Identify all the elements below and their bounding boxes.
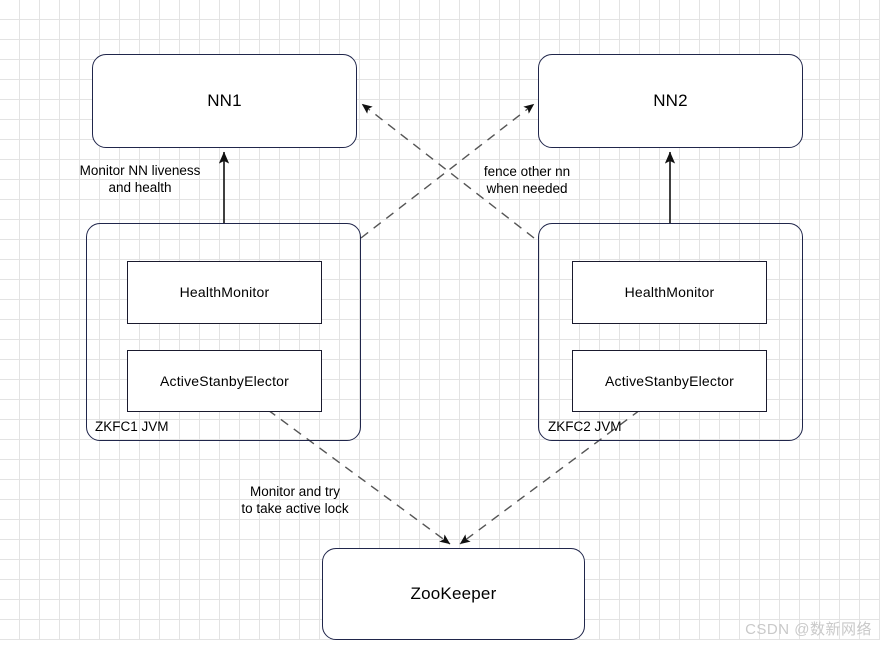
canvas-bottom-margin — [0, 640, 884, 653]
node-nn2[interactable]: NN2 — [538, 54, 803, 148]
node-zkfc1-jvm[interactable] — [86, 223, 361, 441]
node-zkfc1-activestanbyelector[interactable]: ActiveStanbyElector — [127, 350, 322, 412]
node-zkfc2-activestanbyelector[interactable]: ActiveStanbyElector — [572, 350, 767, 412]
node-zkfc1-healthmonitor[interactable]: HealthMonitor — [127, 261, 322, 324]
edge-label-fence-other-nn: fence other nn when needed — [483, 164, 571, 196]
node-nn2-label: NN2 — [653, 90, 688, 110]
edge-label-monitor-active-lock: Monitor and try to take active lock — [241, 484, 349, 516]
node-nn1[interactable]: NN1 — [92, 54, 357, 148]
node-zkfc1-jvm-caption: ZKFC1 JVM — [95, 419, 169, 434]
node-nn1-label: NN1 — [207, 90, 242, 110]
node-zkfc2-jvm[interactable] — [538, 223, 803, 441]
node-zkfc1-activestanbyelector-label: ActiveStanbyElector — [159, 372, 290, 389]
node-zkfc1-healthmonitor-label: HealthMonitor — [179, 284, 270, 301]
node-zkfc2-activestanbyelector-label: ActiveStanbyElector — [604, 372, 735, 389]
node-zookeeper-label: ZooKeeper — [410, 583, 497, 603]
node-zkfc2-healthmonitor[interactable]: HealthMonitor — [572, 261, 767, 324]
watermark: CSDN @数新网络 — [745, 621, 872, 638]
edge-label-monitor-liveness: Monitor NN liveness and health — [79, 163, 201, 195]
node-zookeeper[interactable]: ZooKeeper — [322, 548, 585, 640]
canvas-right-margin — [880, 0, 884, 653]
node-zkfc2-jvm-caption: ZKFC2 JVM — [548, 419, 622, 434]
node-zkfc2-healthmonitor-label: HealthMonitor — [624, 284, 715, 301]
